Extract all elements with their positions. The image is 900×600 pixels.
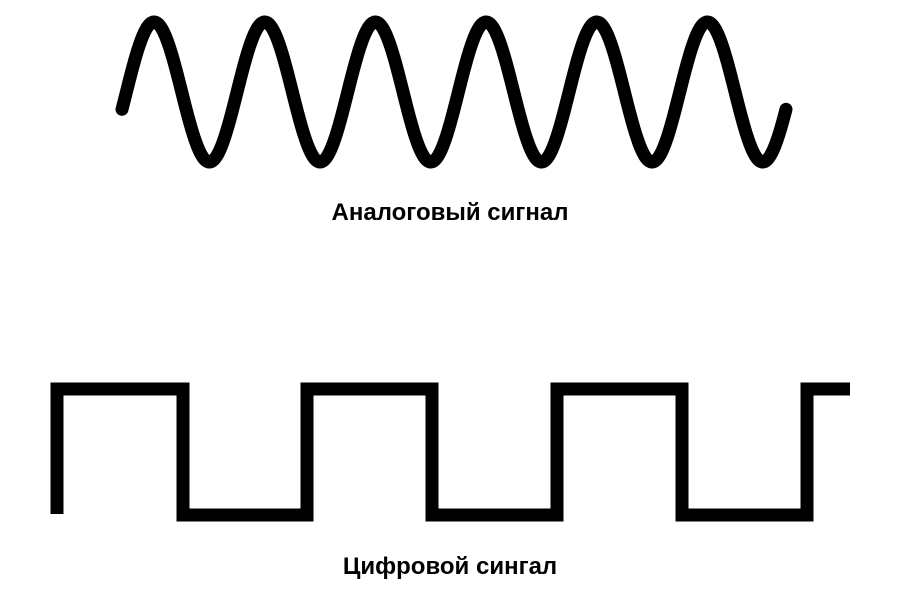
analog-signal-label: Аналоговый сигнал bbox=[331, 199, 569, 226]
digital-signal-label: Цифровой сингал bbox=[342, 553, 558, 580]
analog-signal-wave bbox=[115, 15, 793, 169]
digital-signal-wave bbox=[50, 382, 850, 522]
